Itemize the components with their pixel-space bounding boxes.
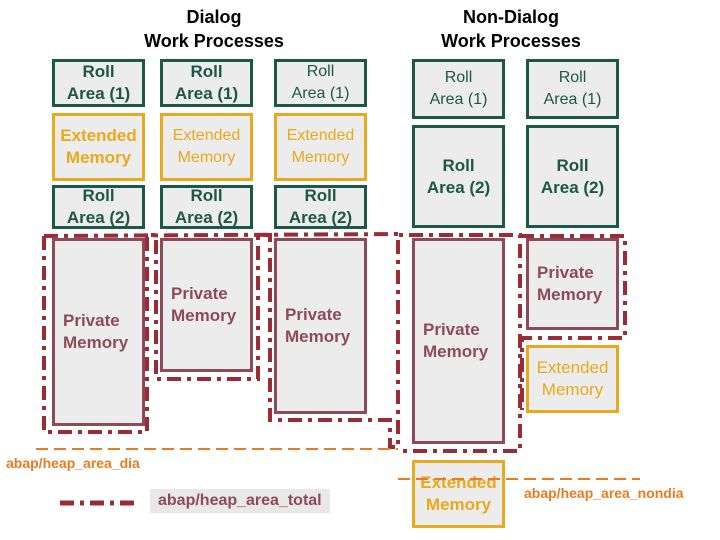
nondialog-heading: Non-Dialog Work Processes xyxy=(441,7,581,51)
dialog-heading: Dialog Work Processes xyxy=(144,7,284,51)
heap-area-nondia-label: abap/heap_area_nondia xyxy=(524,485,684,501)
dialog-wp3-roll-area-1: Roll Area (1) xyxy=(274,59,367,107)
dialog-wp2-private-memory: Private Memory xyxy=(160,238,253,372)
dialog-wp1-extended-memory: Extended Memory xyxy=(52,113,145,181)
dialog-wp1-roll-area-2: Roll Area (2) xyxy=(52,185,145,229)
dialog-wp2-roll-area-2: Roll Area (2) xyxy=(160,185,253,229)
nondialog-wp2-roll-area-2: Roll Area (2) xyxy=(526,125,619,228)
heap-area-total-boundary xyxy=(42,233,522,453)
heap-area-total-boundary-right xyxy=(520,234,627,410)
dialog-wp2-roll-area-1: Roll Area (1) xyxy=(160,59,253,107)
nondialog-wp2-extended-memory: Extended Memory xyxy=(526,345,619,413)
nondialog-wp1-roll-area-1: Roll Area (1) xyxy=(412,59,505,119)
heap-area-total-boundary-upper xyxy=(43,232,405,238)
nondialog-wp1-roll-area-2: Roll Area (2) xyxy=(412,125,505,228)
heap-area-total-legend-label: abap/heap_area_total xyxy=(150,489,330,513)
dialog-wp3-extended-memory: Extended Memory xyxy=(274,113,367,181)
nondialog-wp1-private-memory: Private Memory xyxy=(412,238,505,444)
dialog-wp2-extended-memory: Extended Memory xyxy=(160,113,253,181)
nondialog-wp2-roll-area-1: Roll Area (1) xyxy=(526,59,619,119)
dialog-wp1-private-memory: Private Memory xyxy=(52,238,145,426)
heap-area-dia-label: abap/heap_area_dia xyxy=(6,455,140,471)
dialog-wp1-roll-area-1: Roll Area (1) xyxy=(52,59,145,107)
nondialog-wp1-extended-memory: Extended Memory xyxy=(412,460,505,528)
nondialog-wp2-private-memory: Private Memory xyxy=(526,238,619,330)
dialog-wp3-roll-area-2: Roll Area (2) xyxy=(274,185,367,229)
dialog-wp3-private-memory: Private Memory xyxy=(274,238,367,414)
